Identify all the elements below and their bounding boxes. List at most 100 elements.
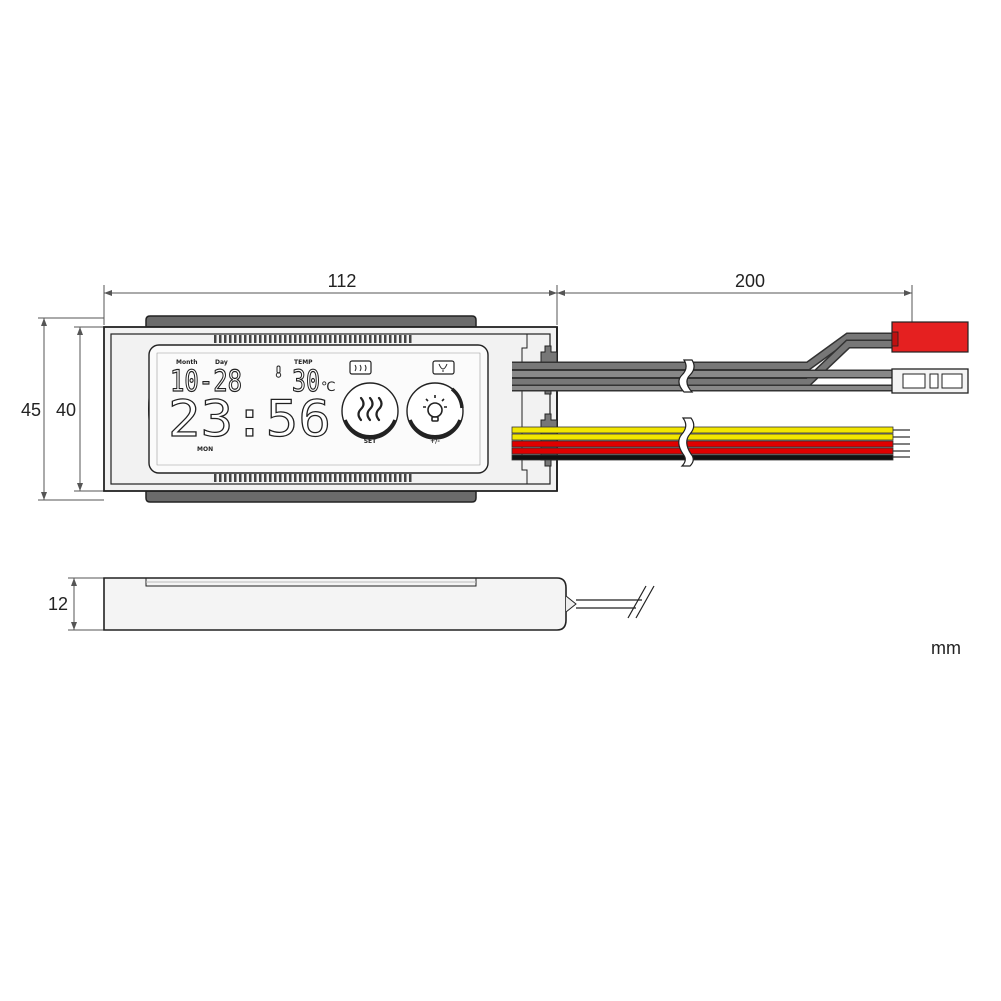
contact-pin: [319, 335, 322, 343]
contact-pin: [239, 335, 242, 343]
plus-minus-label: +/-: [430, 438, 440, 445]
contact-pin: [274, 474, 277, 482]
light-bulb-icon: [423, 395, 447, 422]
contact-pin: [349, 335, 352, 343]
contact-pin: [334, 474, 337, 482]
contact-pin: [284, 474, 287, 482]
cable-break-marks: [678, 359, 695, 467]
contact-pin: [314, 474, 317, 482]
date-display: 10-28: [170, 364, 242, 398]
contact-pin: [234, 335, 237, 343]
contact-pin: [294, 474, 297, 482]
light-plus-minus-button[interactable]: +/-: [406, 382, 464, 445]
contact-pin: [249, 474, 252, 482]
contact-pin: [214, 335, 217, 343]
contact-pin: [279, 474, 282, 482]
grey-cable-upper: [512, 332, 892, 392]
contact-pin: [369, 335, 372, 343]
contact-pin: [264, 335, 267, 343]
colored-wires: [511, 426, 910, 461]
lcd-content: Month Day TEMP 10-28 30 ℃ 23:56 MON: [167, 359, 464, 453]
heater-indicator-icon: [349, 360, 372, 375]
contact-pin: [239, 474, 242, 482]
contact-pin: [329, 335, 332, 343]
time-display: 23:56: [168, 390, 331, 448]
contact-pin: [254, 474, 257, 482]
contact-pin: [359, 474, 362, 482]
dim-thickness: 12: [48, 594, 68, 614]
contact-pin: [224, 335, 227, 343]
contact-pin: [309, 474, 312, 482]
contact-pin: [249, 335, 252, 343]
contact-pin: [244, 474, 247, 482]
contact-pin: [269, 335, 272, 343]
contact-pin: [399, 335, 402, 343]
contact-pin: [374, 335, 377, 343]
lcd-contact-strip-bottom: [214, 474, 412, 482]
contact-pin: [364, 335, 367, 343]
dim-width-body: 112: [328, 271, 357, 291]
contact-pin: [264, 474, 267, 482]
contact-pin: [219, 335, 222, 343]
contact-pin: [234, 474, 237, 482]
contact-pin: [359, 335, 362, 343]
contact-pin: [339, 335, 342, 343]
contact-pin: [379, 474, 382, 482]
contact-pin: [384, 335, 387, 343]
temp-label: TEMP: [294, 359, 313, 366]
device-side-view: [103, 577, 655, 631]
contact-pin: [379, 335, 382, 343]
contact-pin: [409, 335, 412, 343]
contact-pin: [319, 474, 322, 482]
contact-pin: [269, 474, 272, 482]
heater-icon: [357, 396, 383, 422]
contact-pin: [389, 335, 392, 343]
contact-pin: [344, 335, 347, 343]
contact-pin: [369, 474, 372, 482]
light-indicator-icon: [432, 360, 455, 375]
contact-pin: [324, 474, 327, 482]
contact-pin: [274, 335, 277, 343]
contact-pin: [299, 474, 302, 482]
contact-pin: [394, 474, 397, 482]
contact-pin: [314, 335, 317, 343]
contact-pin: [304, 335, 307, 343]
contact-pin: [219, 474, 222, 482]
contact-pin: [229, 474, 232, 482]
weekday-label: MON: [197, 446, 213, 453]
contact-pin: [354, 335, 357, 343]
contact-pin: [329, 474, 332, 482]
contact-pin: [344, 474, 347, 482]
contact-pin: [384, 474, 387, 482]
contact-pin: [259, 474, 262, 482]
contact-pin: [394, 335, 397, 343]
lcd-contact-strip-top: [214, 335, 412, 343]
unit-label: mm: [931, 638, 961, 658]
contact-pin: [404, 474, 407, 482]
temperature-display: 30: [292, 364, 320, 398]
contact-pin: [409, 474, 412, 482]
contact-pin: [339, 474, 342, 482]
contact-pin: [229, 335, 232, 343]
day-label: Day: [215, 359, 228, 366]
white-connector: [891, 368, 969, 394]
contact-pin: [244, 335, 247, 343]
contact-pin: [354, 474, 357, 482]
dimension-lines: [38, 285, 913, 631]
thermometer-icon: [275, 365, 282, 378]
contact-pin: [299, 335, 302, 343]
contact-pin: [259, 335, 262, 343]
contact-pin: [389, 474, 392, 482]
dim-height-outer: 45: [21, 400, 41, 420]
contact-pin: [349, 474, 352, 482]
contact-pin: [364, 474, 367, 482]
contact-pin: [294, 335, 297, 343]
contact-pin: [254, 335, 257, 343]
heater-set-button[interactable]: SET: [341, 382, 399, 445]
contact-pin: [214, 474, 217, 482]
contact-pin: [404, 335, 407, 343]
contact-pin: [374, 474, 377, 482]
dim-width-cable: 200: [735, 271, 765, 291]
contact-pin: [289, 335, 292, 343]
